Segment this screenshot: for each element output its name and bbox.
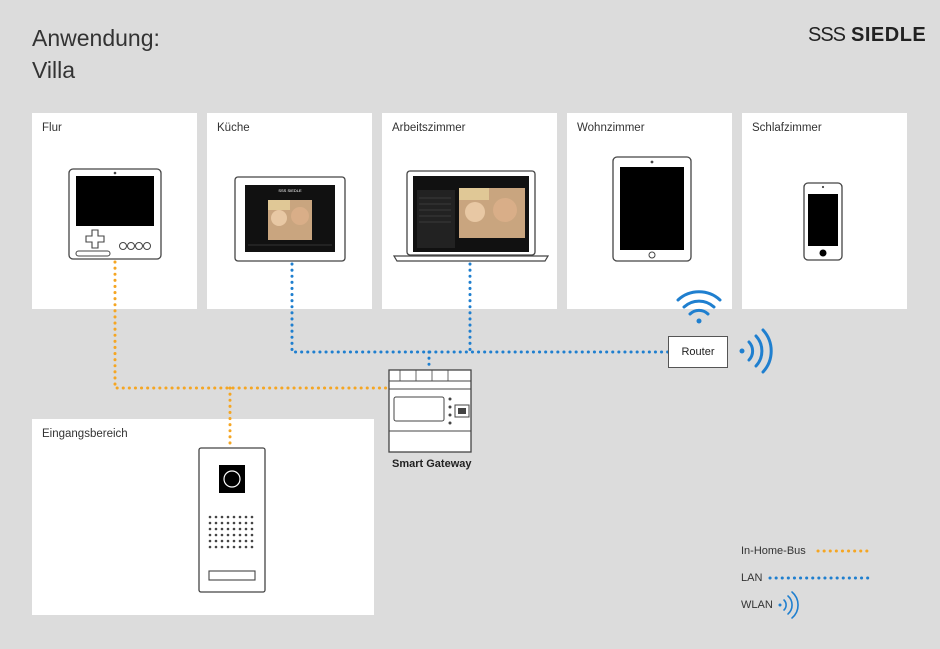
- logo-text: SIEDLE: [851, 24, 927, 46]
- router-box: Router: [668, 336, 728, 368]
- kitchen-tablet-device: SSS SIEDLE: [234, 176, 346, 262]
- logo-mark: SSS: [808, 24, 846, 46]
- room-label-kueche: Küche: [217, 122, 250, 134]
- room-label-schlafzimmer: Schlafzimmer: [752, 122, 822, 134]
- wlan-icon-router-right: [739, 328, 773, 374]
- door-station-device: [198, 447, 266, 593]
- legend-label-bus: In-Home-Bus: [741, 545, 806, 557]
- gateway-label: Smart Gateway: [392, 458, 472, 470]
- title-line-2: Villa: [32, 57, 76, 83]
- title-line-1: Anwendung:: [32, 25, 160, 51]
- room-label-eingangsbereich: Eingangsbereich: [42, 428, 128, 440]
- living-room-tablet-device: [612, 156, 692, 262]
- room-label-arbeitszimmer: Arbeitszimmer: [392, 122, 466, 134]
- tablet-brand-text: SSS SIEDLE: [278, 188, 302, 193]
- room-label-flur: Flur: [42, 122, 62, 134]
- page-title: Anwendung: Villa: [32, 22, 160, 86]
- smart-gateway-device: [388, 369, 472, 453]
- laptop-device: [393, 170, 549, 262]
- room-label-wohnzimmer: Wohnzimmer: [577, 122, 645, 134]
- indoor-station-device: [68, 168, 162, 260]
- legend-wlan-icon: [778, 591, 799, 619]
- router-label: Router: [681, 346, 715, 358]
- legend-label-wlan: WLAN: [741, 599, 773, 611]
- legend-label-lan: LAN: [741, 572, 763, 584]
- smartphone-device: [803, 182, 843, 261]
